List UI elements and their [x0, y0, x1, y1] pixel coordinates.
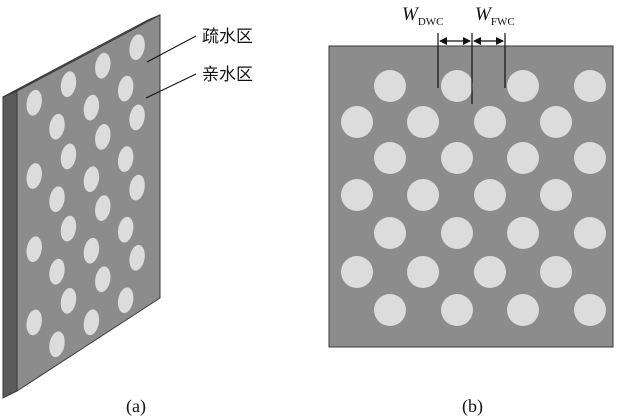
arrowheads — [439, 37, 504, 45]
hydrophobic-spot — [441, 217, 473, 249]
hydrophobic-spot — [407, 106, 439, 138]
plate-spots — [26, 34, 145, 358]
hydrophobic-spot — [374, 142, 406, 174]
caption-b: (b) — [462, 396, 483, 417]
label-w-fwc: WFWC — [475, 4, 515, 28]
hydrophobic-spot — [49, 331, 65, 358]
hydrophobic-spot — [407, 256, 439, 288]
arrowhead — [439, 37, 447, 45]
hydrophobic-spot — [574, 70, 606, 102]
hydrophobic-spot — [26, 236, 42, 263]
hydrophobic-spot — [341, 179, 373, 211]
hydrophobic-spot — [574, 142, 606, 174]
hydrophobic-spot — [341, 256, 373, 288]
hydrophobic-spot — [574, 294, 606, 326]
hydrophobic-spot — [540, 179, 572, 211]
hydrophobic-spot — [441, 70, 473, 102]
panel-b: WDWC WFWC (b) — [328, 4, 614, 417]
hydrophobic-spot — [60, 287, 77, 314]
arrowhead — [473, 37, 481, 45]
hydrophobic-spot — [507, 70, 539, 102]
hydrophobic-spot — [574, 217, 606, 249]
hydrophobic-spot — [117, 75, 134, 102]
hydrophobic-spot — [540, 106, 572, 138]
hydrophobic-spot — [60, 143, 77, 170]
hydrophobic-spot — [129, 174, 145, 201]
arrowhead — [463, 37, 471, 45]
hydrophobic-spot — [117, 216, 134, 243]
hydrophobic-spot — [374, 70, 406, 102]
hydrophobic-spot — [341, 106, 373, 138]
hydrophobic-spot — [95, 266, 111, 293]
label-hydrophilic: 亲水区 — [202, 65, 253, 85]
leader-hydrophilic — [145, 73, 197, 99]
hydrophobic-spot — [83, 309, 100, 336]
hydrophobic-spot — [26, 89, 42, 116]
hydrophobic-spot — [83, 166, 100, 193]
hydrophobic-spot — [26, 163, 42, 189]
hydrophobic-spot — [83, 237, 100, 264]
label-w-dwc: WDWC — [402, 4, 444, 28]
hydrophobic-spot — [49, 258, 65, 285]
leader-hydrophobic — [146, 35, 197, 63]
hydrophobic-spot — [441, 142, 473, 174]
hydrophobic-spot — [507, 217, 539, 249]
hydrophobic-spot — [407, 179, 439, 211]
hydrophobic-spot — [117, 146, 134, 172]
hydrophobic-spot — [117, 287, 134, 314]
hydrophobic-spot — [540, 256, 572, 288]
hydrophobic-spot — [374, 294, 406, 326]
hydrophobic-spot — [474, 179, 506, 211]
hydrophobic-spot — [26, 309, 42, 336]
hydrophobic-spot — [49, 113, 65, 140]
hydrophobic-spot — [507, 142, 539, 174]
hydrophobic-spot — [129, 104, 145, 131]
arrowhead — [496, 37, 504, 45]
hydrophobic-spot — [474, 106, 506, 138]
hydrophobic-spot — [95, 124, 111, 150]
hydrophobic-spot — [441, 294, 473, 326]
plate-side-face — [2, 90, 18, 399]
hydrophobic-spot — [129, 34, 145, 61]
square-spots — [341, 70, 606, 326]
hydrophobic-spot — [60, 215, 77, 242]
hydrophobic-spot — [507, 294, 539, 326]
hydrophobic-spot — [374, 217, 406, 249]
panel-a: 疏水区 亲水区 (a) — [2, 14, 253, 417]
hydrophobic-spot — [60, 71, 77, 98]
hydrophobic-spot — [95, 195, 111, 221]
hydrophobic-spot — [474, 256, 506, 288]
hydrophobic-spot — [129, 244, 145, 271]
hydrophobic-spot — [83, 94, 100, 121]
caption-a: (a) — [126, 396, 146, 417]
hydrophobic-spot — [49, 186, 65, 213]
hydrophobic-spot — [95, 52, 111, 79]
label-hydrophobic: 疏水区 — [202, 27, 253, 47]
